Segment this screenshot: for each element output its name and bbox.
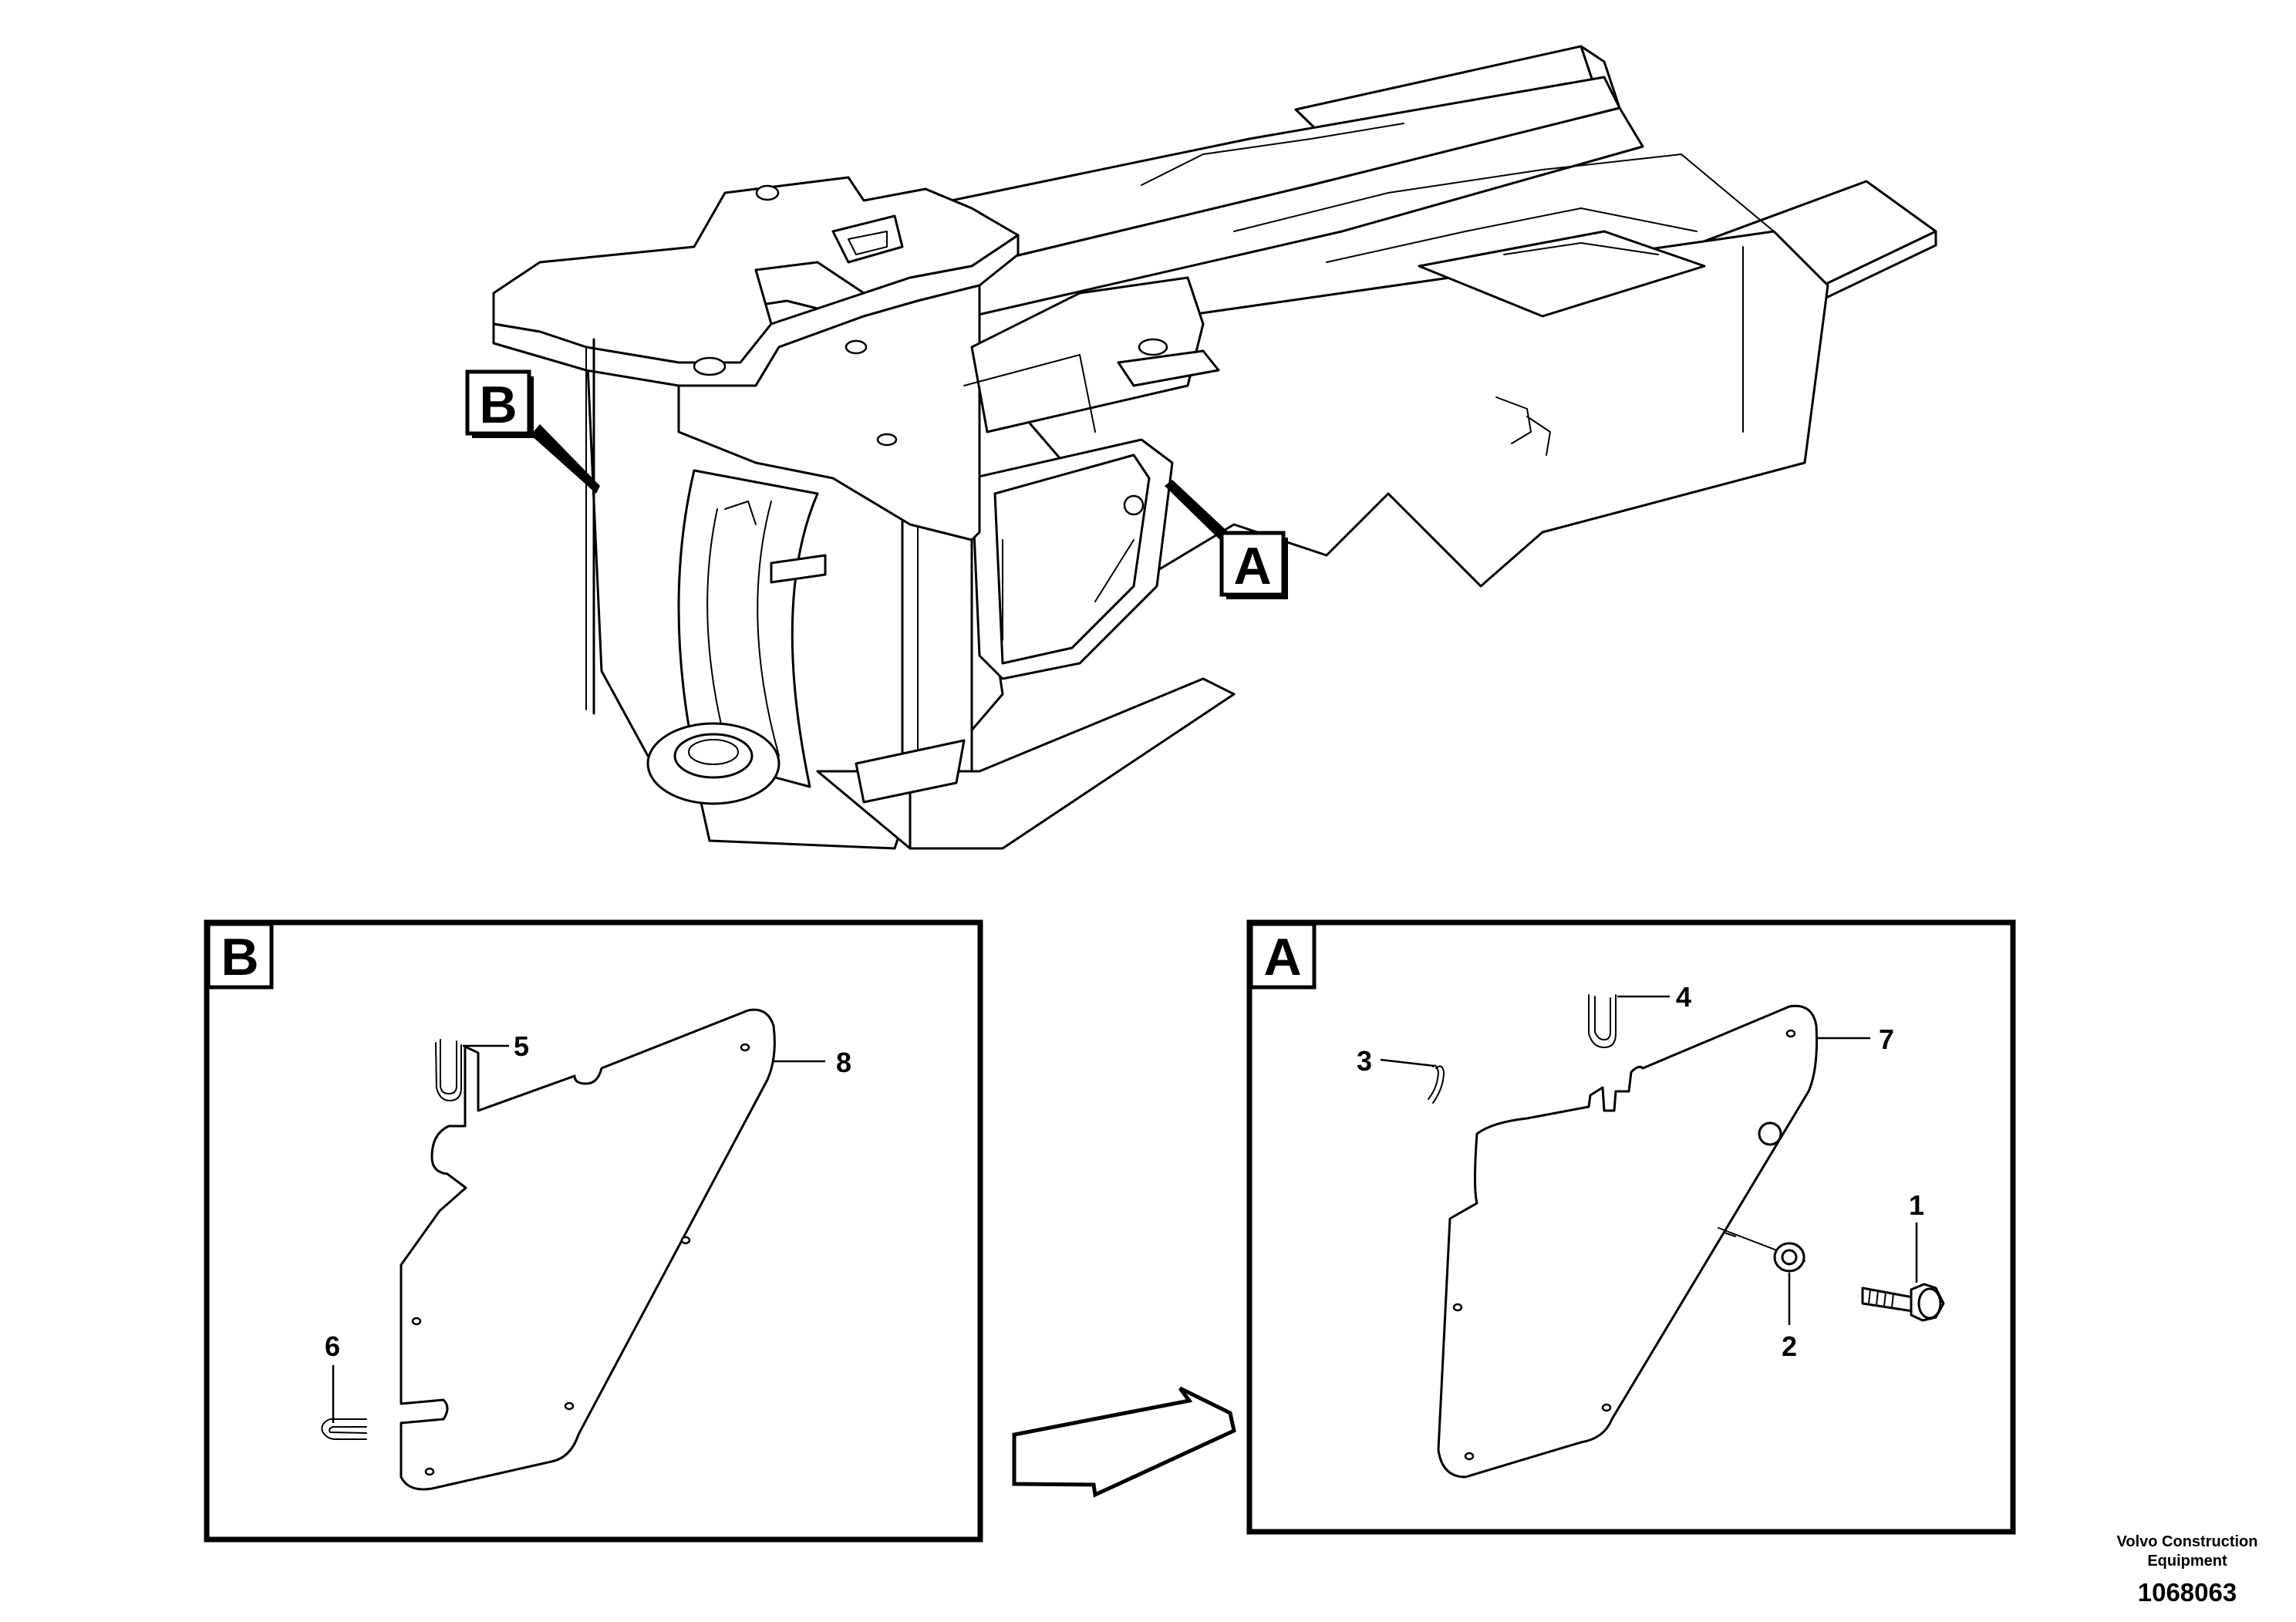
callout-4: 4 [1676,981,1691,1013]
document-number: 1068063 [2138,1578,2237,1607]
direction-arrow-icon [1012,1386,1236,1498]
brand-line-2: Equipment [2147,1553,2227,1570]
cover-plate-7 [1437,1004,1819,1479]
machine-frame-drawing [492,45,1937,850]
overview-tag-b-label: B [479,376,517,434]
overview-tag-a: A [1165,480,1288,599]
clip-6 [321,1418,367,1440]
callout-7: 7 [1879,1023,1894,1055]
clip-3 [1428,1064,1445,1104]
footer-branding: Volvo Construction Equipment 1068063 [2117,1533,2258,1607]
clip-4 [1588,994,1617,1048]
overview-tag-a-label: A [1233,537,1271,595]
callout-8: 8 [836,1047,851,1078]
callout-6: 6 [325,1330,340,1362]
clip-5 [435,1039,462,1101]
callout-5: 5 [514,1030,529,1062]
detail-a-title: A [1263,928,1301,986]
cover-plate-8 [400,1008,776,1491]
detail-a-panel: A 4 3 7 1 2 [1246,919,2016,1535]
overview-tag-b: B [465,369,600,494]
brand-line-1: Volvo Construction [2117,1533,2258,1550]
callout-1: 1 [1909,1189,1924,1221]
callout-2: 2 [1782,1330,1797,1362]
callout-3: 3 [1357,1045,1372,1077]
detail-b-title: B [221,928,258,986]
detail-b-panel: B 5 6 8 [204,919,983,1543]
